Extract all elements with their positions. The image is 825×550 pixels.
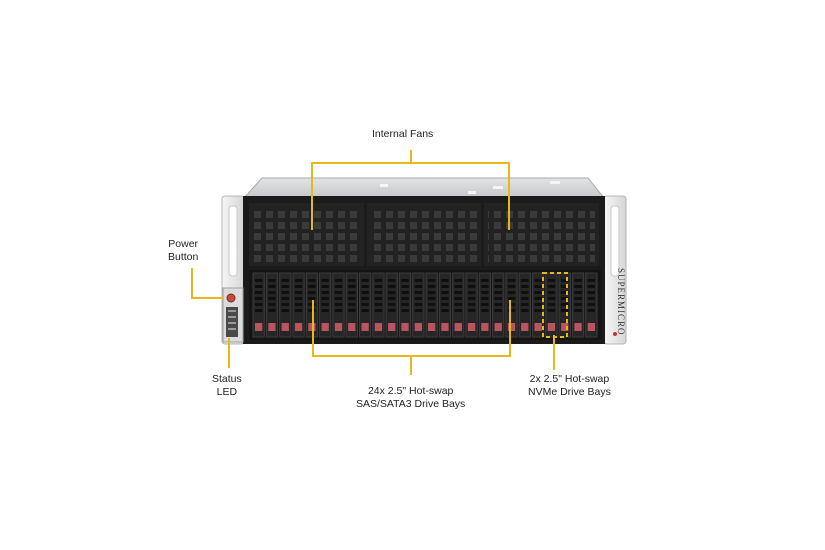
drive-bay[interactable]	[372, 272, 385, 338]
drive-bay[interactable]	[558, 272, 571, 338]
drive-release-tab[interactable]	[507, 323, 516, 331]
drive-bay[interactable]	[345, 272, 358, 338]
drive-release-tab[interactable]	[334, 323, 343, 331]
drive-release-tab[interactable]	[467, 323, 476, 331]
drive-bay[interactable]	[478, 272, 492, 338]
drive-bay[interactable]	[505, 272, 518, 338]
drive-bay[interactable]	[279, 272, 292, 338]
fans-label: Internal Fans	[372, 128, 434, 140]
drive-bay[interactable]	[292, 272, 305, 338]
drive-release-tab[interactable]	[521, 323, 529, 331]
drive-release-tab[interactable]	[534, 323, 542, 331]
drive-bay[interactable]	[465, 272, 478, 338]
nvme-drive-bay[interactable]	[518, 272, 531, 338]
drive-release-tab[interactable]	[587, 323, 595, 331]
drive-release-tab[interactable]	[428, 323, 436, 331]
drive-release-tab[interactable]	[574, 323, 582, 331]
drive-release-tab[interactable]	[348, 323, 356, 331]
drive-release-tab[interactable]	[374, 323, 383, 331]
right-rack-ear	[603, 195, 627, 345]
drive-release-tab[interactable]	[361, 323, 369, 331]
power-button[interactable]	[226, 293, 236, 303]
fan-module	[484, 203, 599, 266]
drive-bay[interactable]	[358, 272, 372, 338]
drive-release-tab[interactable]	[294, 323, 303, 331]
drive-bay[interactable]	[398, 272, 412, 338]
drive-bay[interactable]	[265, 272, 279, 338]
sas-bays-label: 24x 2.5" Hot-swap SAS/SATA3 Drive Bays	[356, 385, 466, 410]
drive-release-tab[interactable]	[561, 323, 569, 331]
drive-release-tab[interactable]	[281, 323, 289, 331]
drive-release-tab[interactable]	[268, 323, 276, 331]
drive-bay[interactable]	[319, 272, 332, 338]
drive-release-tab[interactable]	[547, 323, 556, 331]
drive-bay[interactable]	[545, 272, 558, 338]
brand-logo: SUPERMICRO	[616, 268, 626, 336]
drive-bay[interactable]	[452, 272, 465, 338]
drive-release-tab[interactable]	[388, 323, 396, 331]
drive-release-tab[interactable]	[494, 323, 502, 331]
drive-release-tab[interactable]	[414, 323, 422, 331]
status-led-label: Status LED	[212, 373, 242, 398]
drive-bay[interactable]	[438, 272, 452, 338]
drive-bay[interactable]	[425, 272, 438, 338]
nvme-bays-label: 2x 2.5" Hot-swap NVMe Drive Bays	[528, 373, 611, 398]
power-callout-line	[191, 268, 224, 299]
drive-bay[interactable]	[332, 272, 345, 338]
drive-release-tab[interactable]	[441, 323, 449, 331]
drive-release-tab[interactable]	[255, 323, 263, 331]
drive-release-tab[interactable]	[481, 323, 489, 331]
drive-release-tab[interactable]	[321, 323, 329, 331]
drive-bay[interactable]	[492, 272, 505, 338]
drive-bay[interactable]	[305, 272, 319, 338]
fan-module	[249, 203, 364, 266]
drive-bay[interactable]	[252, 272, 265, 338]
fan-module	[367, 203, 481, 266]
drive-bay[interactable]	[585, 272, 598, 338]
drive-bay[interactable]	[385, 272, 398, 338]
control-panel	[222, 287, 244, 343]
drive-release-tab[interactable]	[401, 323, 409, 331]
nvme-highlight-box	[542, 272, 568, 338]
drive-bay[interactable]	[571, 272, 585, 338]
drive-bay[interactable]	[412, 272, 425, 338]
power-button-label: Power Button	[168, 238, 199, 263]
drive-release-tab[interactable]	[454, 323, 462, 331]
drive-release-tab[interactable]	[308, 323, 316, 331]
